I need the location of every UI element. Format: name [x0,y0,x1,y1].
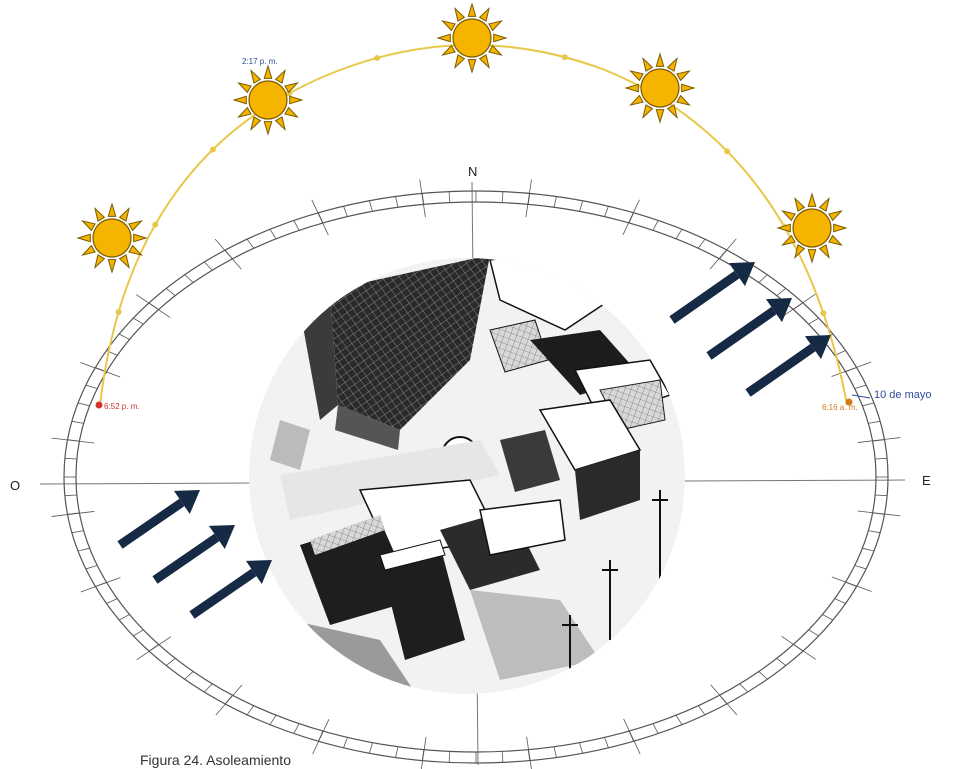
figure-caption: Figura 24. Asoleamiento [140,752,291,768]
arrow-icon [745,335,831,397]
arrow-icon [117,490,200,549]
sun-icon [76,202,148,274]
arrow-icon [152,525,235,584]
east-label: E [922,473,931,488]
sun-icon [624,52,696,124]
sun-icon [436,2,508,74]
sunrise-time-label: 6:16 a. m. [822,403,858,412]
site-aerial-image [249,258,685,694]
sun-icon [776,192,848,264]
afternoon-time-label: 2:17 p. m. [242,57,278,66]
arrow-icon [189,560,272,619]
west-label: O [10,478,20,493]
date-label: 10 de mayo [874,389,931,401]
compass-ring [51,179,901,769]
north-label: N [468,164,477,179]
sun-icon [232,64,304,136]
sunset-time-label: 6:52 p. m. [104,402,140,411]
arrow-icon [706,298,792,360]
arrow-icon [669,262,755,324]
